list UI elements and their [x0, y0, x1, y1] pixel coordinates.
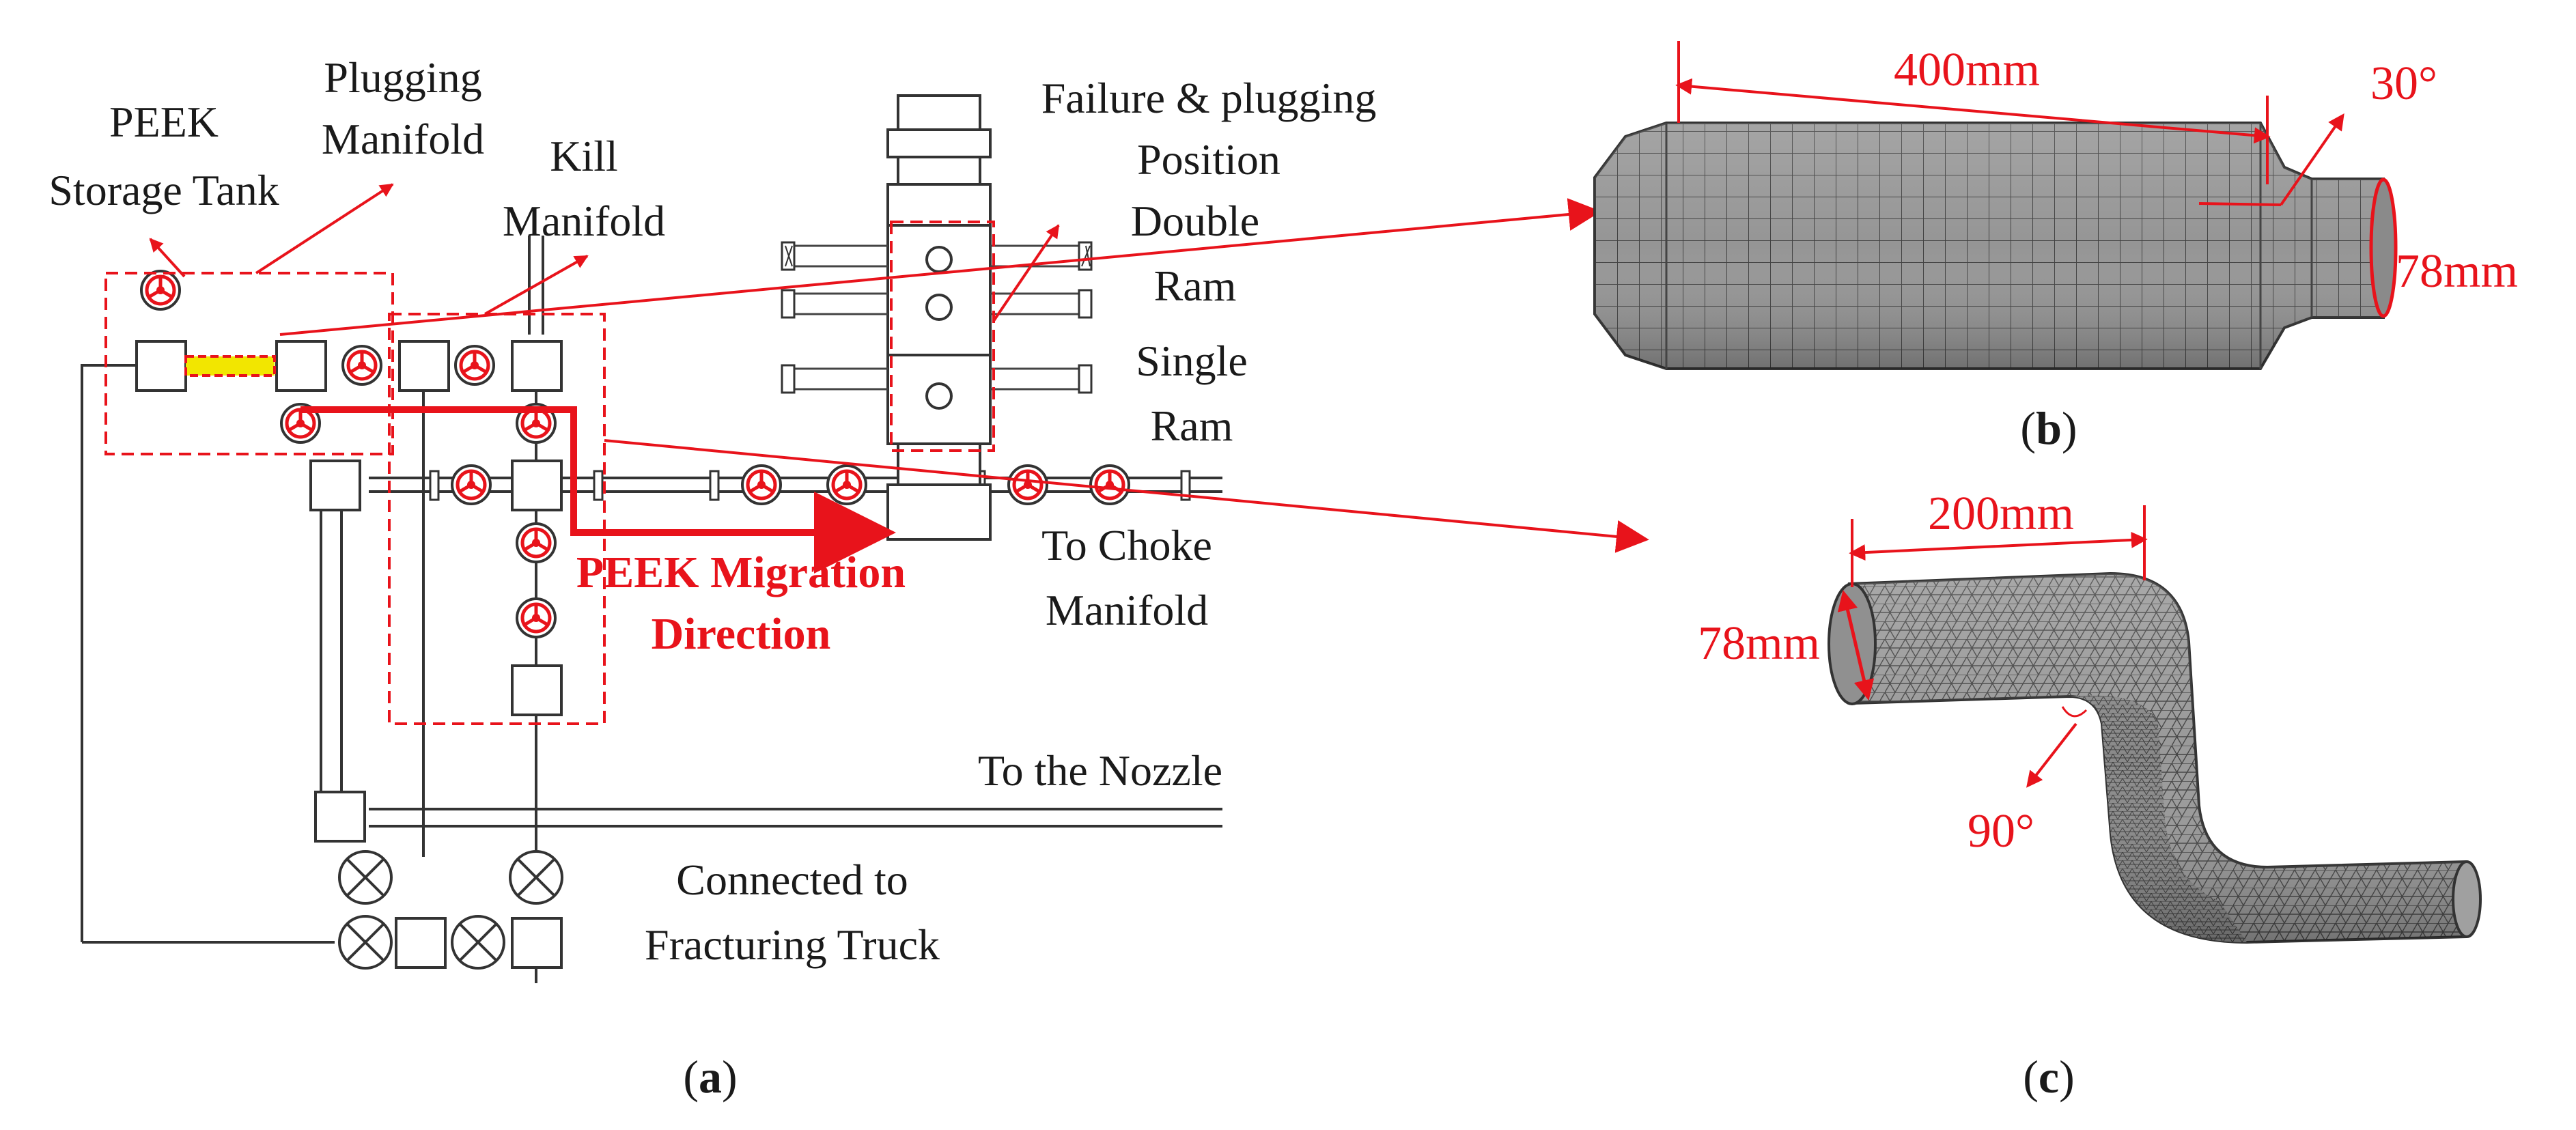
label-plugging-manifold: Plugging: [324, 53, 481, 102]
arrow-to-panel-c: [604, 439, 1649, 553]
valve-icon: [1009, 466, 1047, 504]
fitting-box: [511, 460, 563, 511]
pipe-inlet-face: [1828, 582, 1877, 705]
valve-icon: [456, 346, 494, 384]
label-30deg: 30°: [2370, 57, 2437, 110]
valve-icon: [141, 271, 180, 309]
plugging-manifold-box: [104, 272, 394, 455]
valve-icon: [1091, 466, 1129, 504]
panel-a-wellhead-schematic: PEEK Storage Tank Plugging Manifold Kill…: [48, 53, 1649, 1103]
label-fracturing-truck: Connected to: [676, 856, 908, 904]
fitting-box: [135, 340, 187, 392]
fitting-box: [395, 917, 447, 969]
label-nozzle: To the Nozzle: [978, 746, 1222, 795]
label-choke-manifold: Manifold: [1046, 586, 1208, 634]
label-kill-manifold: Manifold: [503, 197, 665, 245]
pump-connections: [338, 850, 563, 970]
caption-c-letter: c: [2039, 1051, 2059, 1103]
caption-a-letter: a: [699, 1051, 722, 1103]
arrow-to-panel-b: [279, 198, 1601, 336]
fitting-box: [275, 340, 327, 392]
label-single-ram: Single: [1136, 337, 1248, 385]
label-peek-migration: Direction: [652, 609, 831, 659]
bop-stack: [781, 94, 1093, 541]
valve-icon: [452, 466, 490, 504]
label-failure-position: Failure & plugging: [1041, 74, 1377, 122]
label-plugging-manifold: Manifold: [322, 115, 484, 163]
angle-90-pointer: [2026, 722, 2077, 788]
fittings: [135, 340, 563, 969]
caption-a: (a): [683, 1051, 737, 1103]
valve-icon: [742, 466, 781, 504]
kill-pointer-arrow: [484, 255, 589, 315]
fitting-box: [309, 460, 361, 511]
label-200mm: 200mm: [1928, 488, 2074, 540]
label-kill-manifold: Kill: [550, 132, 618, 180]
panel-c-bent-pipe-mesh: 200mm 78mm 90° (c): [1698, 488, 2482, 1103]
label-fracturing-truck: Fracturing Truck: [645, 920, 940, 969]
panel-b-straight-pipe-mesh: 400mm 30° 78mm (b): [1593, 41, 2518, 454]
caption-b-letter: b: [2036, 402, 2062, 454]
label-78mm-c: 78mm: [1698, 617, 1820, 670]
angle-30-pointer: [2280, 113, 2344, 206]
fitting-box: [511, 340, 563, 392]
label-400mm: 400mm: [1894, 44, 2040, 96]
label-double-ram: Double: [1131, 197, 1259, 245]
dimension-78mm-c: [1837, 590, 1875, 701]
fitting-box: [398, 340, 450, 392]
pipe-outlet-face: [2369, 178, 2398, 318]
dimension-400mm: [1675, 78, 2271, 144]
plugging-pointer-arrow: [255, 183, 394, 274]
fitting-box: [511, 664, 563, 716]
fitting-box: [314, 791, 366, 843]
dimension-200mm: [1849, 531, 2148, 561]
label-90deg: 90°: [1968, 805, 2034, 858]
valve-icon: [517, 524, 555, 562]
tank-pointer-arrow: [149, 238, 186, 278]
valve-icon: [517, 599, 555, 637]
label-single-ram: Ram: [1151, 401, 1233, 450]
caption-b: (b): [2020, 402, 2077, 454]
label-failure-position: Position: [1137, 135, 1280, 184]
caption-c: (c): [2023, 1051, 2075, 1103]
peek-plug-segment: [184, 355, 276, 377]
valve-icon: [828, 466, 866, 504]
label-peek-tank: PEEK: [109, 98, 219, 146]
valve-icon: [343, 346, 381, 384]
peek-migration-arrow: [300, 406, 896, 574]
fitting-box: [511, 917, 563, 969]
failure-pointer-arrow: [992, 224, 1060, 322]
label-choke-manifold: To Choke: [1041, 521, 1212, 569]
label-double-ram: Ram: [1154, 262, 1237, 310]
label-78mm-b: 78mm: [2396, 245, 2518, 298]
label-peek-migration: PEEK Migration: [576, 548, 906, 597]
failure-position-box: [890, 221, 995, 452]
label-peek-tank: Storage Tank: [48, 166, 279, 214]
